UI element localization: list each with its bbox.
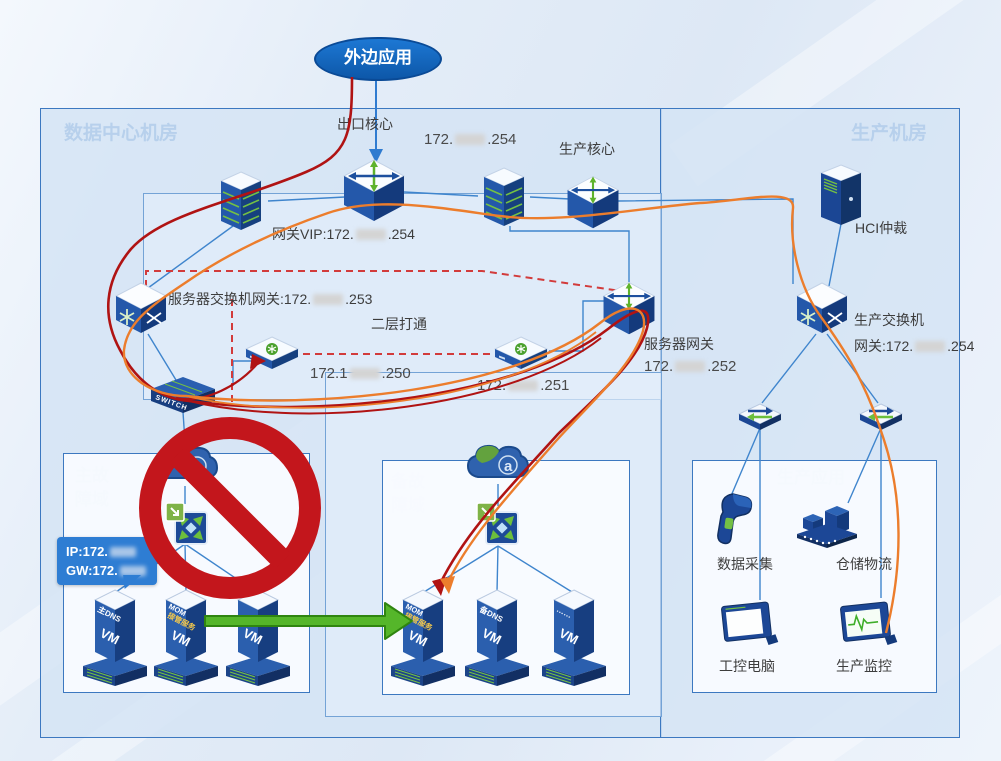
backup-hypervisor	[476, 502, 520, 546]
l2-link-label: 二层打通	[371, 316, 427, 332]
cloud-letter: a	[504, 458, 513, 475]
stack-switch-icon: SWITCH	[151, 377, 215, 413]
backup-cloud: a	[464, 440, 532, 486]
asv-icon	[476, 502, 519, 545]
vm-backup-3: …… VM	[539, 588, 609, 690]
vm-tower-icon: VM	[226, 589, 290, 686]
industrial-pc-label: 工控电脑	[719, 658, 775, 674]
industrial-pc-icon	[721, 601, 779, 645]
production-switch-label: 生产交换机	[854, 312, 924, 328]
edge-node-251	[492, 334, 550, 372]
callout-gw-line: GW:172.	[66, 561, 148, 580]
vm-tower-icon: MOM 接管服务 VM	[391, 589, 455, 686]
production-monitor-icon	[840, 601, 898, 645]
redacted-octets	[355, 229, 386, 240]
acloud-icon: a	[466, 444, 530, 478]
server-gateway-switch	[601, 280, 657, 336]
firewall-right	[482, 166, 526, 228]
top-ip-label: 172..254	[424, 131, 517, 148]
asv-icon	[165, 502, 208, 545]
vm-tower-icon: MOM 接管服务 VM	[154, 589, 218, 686]
ip-gw-callout: IP:172. GW:172.	[57, 537, 157, 585]
production-core-label: 生产核心	[559, 141, 615, 157]
primary-hypervisor	[165, 502, 209, 546]
node-251-ip-label: 172..251	[477, 377, 570, 394]
switch-stack: SWITCH	[148, 374, 218, 416]
external-app-bubble: 外边应用	[314, 37, 442, 81]
vm-backup-dns: 备DNS VM	[462, 588, 532, 690]
redacted-octets	[119, 566, 146, 576]
barcode-scanner-icon	[717, 493, 753, 545]
redacted-octets	[508, 380, 539, 391]
gateway-vip-label: 网关VIP:172..254	[272, 226, 415, 242]
firewall-left	[219, 170, 263, 232]
industrial-pc-device	[718, 596, 780, 650]
redacted-octets	[915, 341, 946, 352]
egress-core-label: 出口核心	[337, 116, 393, 132]
access-switch-b	[858, 402, 904, 432]
server-gateway-label: 服务器网关	[644, 336, 714, 352]
production-switch-gw-label: 网关:172..254	[854, 338, 975, 354]
server-switch-gateway-label: 服务器交换机网关:172..253	[168, 291, 373, 307]
data-collection-device	[709, 488, 759, 548]
vm-tower-icon: 备DNS VM	[465, 589, 529, 686]
warehouse-logistics-icon	[797, 506, 857, 548]
warehouse-logistics-device	[795, 500, 859, 550]
core-switch-cube-icon	[342, 159, 406, 221]
vm-tower-icon: …… VM	[542, 589, 606, 686]
redacted-octets	[349, 368, 380, 379]
production-monitor-label: 生产监控	[836, 658, 892, 674]
edge-node-250	[243, 334, 301, 372]
mini-switch-icon	[858, 403, 904, 430]
access-switch-a	[737, 402, 783, 432]
firewall-icon	[219, 171, 263, 230]
production-monitor-device	[837, 596, 899, 650]
acloud-icon: a	[155, 445, 219, 479]
agg-switch-cube-icon	[114, 282, 168, 333]
redacted-octets	[455, 134, 486, 145]
redacted-octets	[313, 294, 344, 305]
production-core-switch	[565, 174, 621, 230]
redacted-octets	[109, 547, 136, 557]
hci-arbiter-label: HCI仲裁	[855, 220, 908, 236]
firewall-icon	[482, 167, 526, 226]
core-switch-cube-icon	[566, 176, 620, 229]
edge-node-icon	[493, 336, 549, 369]
vm-tower-icon: 主DNS VM	[83, 589, 147, 686]
server-gateway-ip-label: 172..252	[644, 358, 737, 375]
edge-node-icon	[244, 336, 300, 369]
data-collection-label: 数据采集	[717, 556, 773, 572]
cloud-letter: a	[193, 459, 202, 476]
redacted-octets	[675, 361, 706, 372]
callout-ip-line: IP:172.	[66, 542, 148, 561]
mini-switch-icon	[737, 403, 783, 430]
agg-switch-cube-icon	[795, 282, 849, 333]
core-switch-cube-icon	[602, 282, 656, 335]
vm-backup-mom: MOM 接管服务 VM	[388, 588, 458, 690]
warehouse-logistics-label: 仓储物流	[836, 556, 892, 572]
primary-cloud: a	[153, 441, 221, 487]
production-switch	[794, 280, 850, 336]
vm-primary-dns: 主DNS VM	[80, 588, 150, 690]
vm-primary-3: VM	[223, 588, 293, 690]
server-agg-switch	[113, 280, 169, 336]
node-250-ip-label: 172.1.250	[310, 365, 411, 382]
vm-primary-mom: MOM 接管服务 VM	[151, 588, 221, 690]
egress-core-switch	[341, 157, 407, 223]
